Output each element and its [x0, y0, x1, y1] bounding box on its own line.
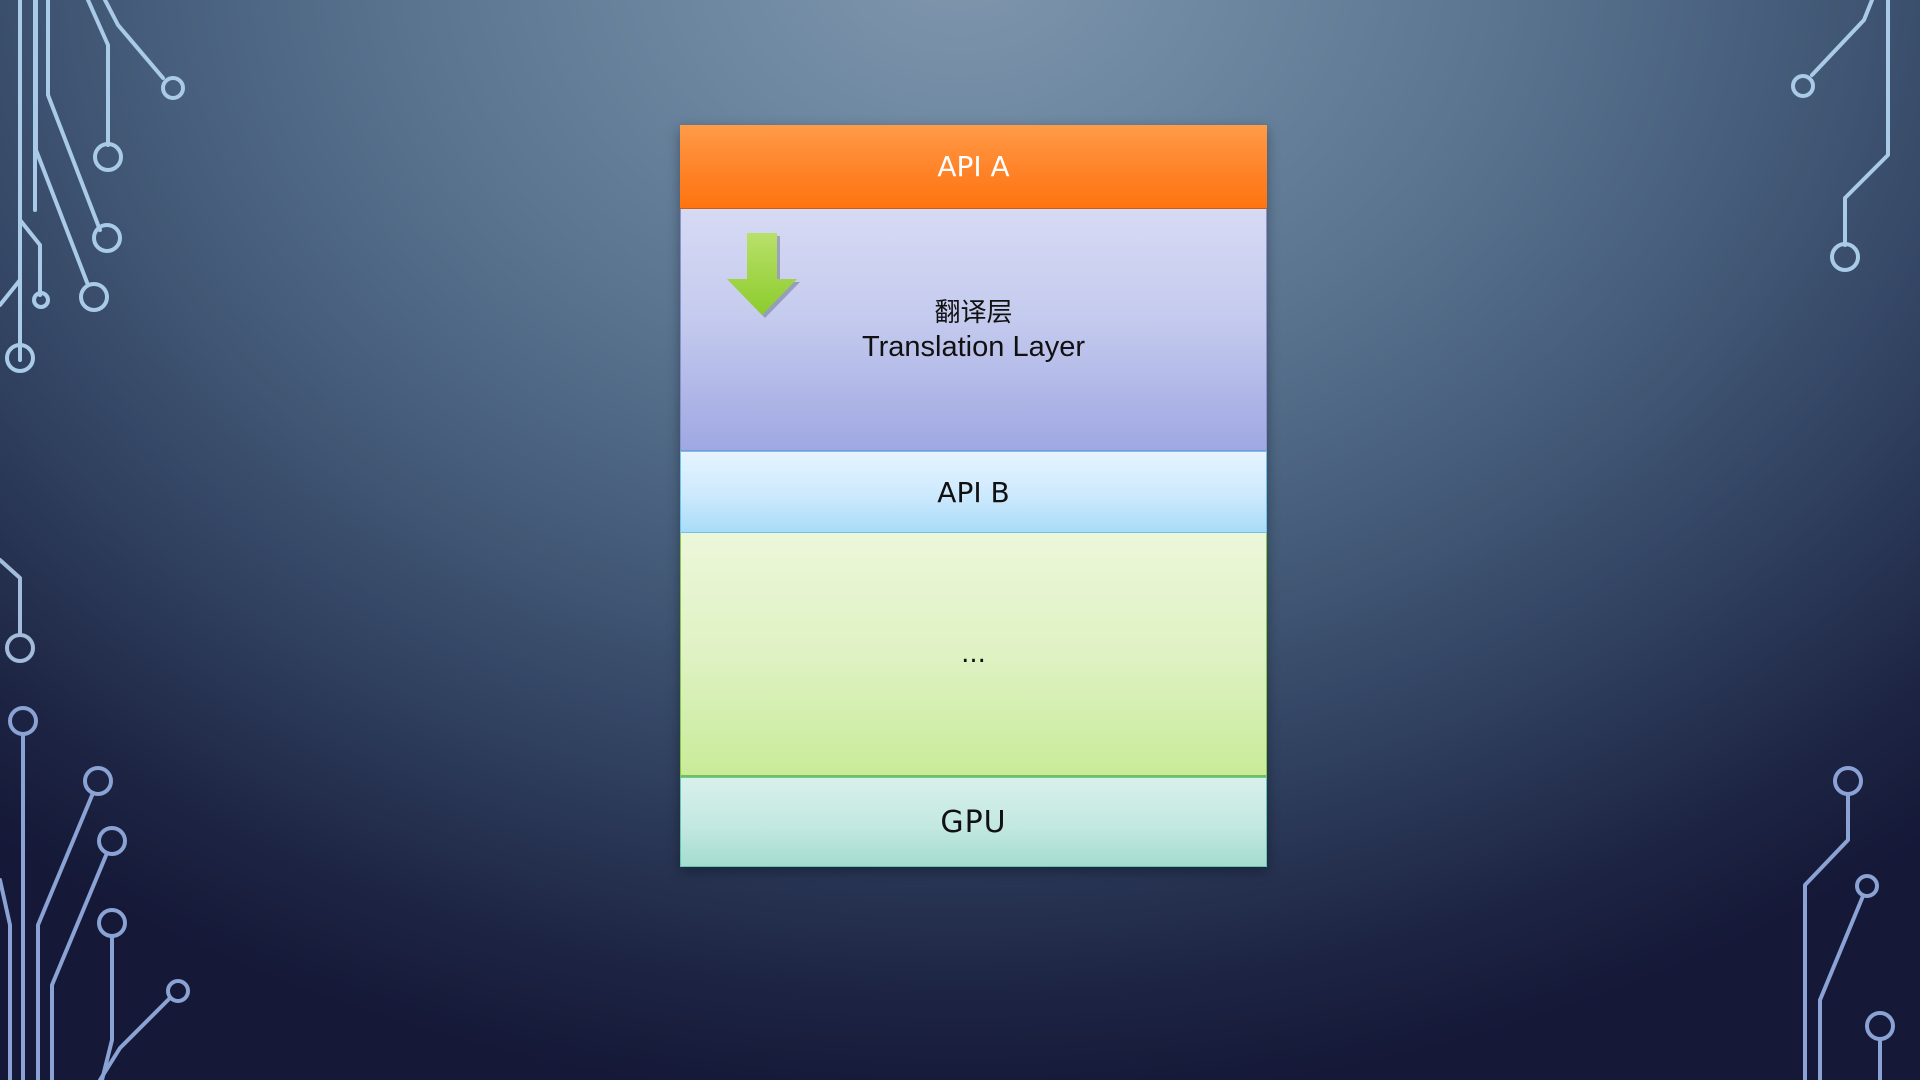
api-b-label: API B — [937, 475, 1010, 509]
gpu-layer: GPU — [680, 777, 1267, 867]
circuit-mid-left — [0, 558, 35, 663]
translation-layer-title-en: Translation Layer — [862, 330, 1085, 363]
api-a-layer: API A — [680, 125, 1267, 209]
api-b-layer: API B — [680, 451, 1267, 533]
gpu-label: GPU — [940, 804, 1007, 840]
circuit-bottom-left — [0, 706, 190, 1080]
ellipsis-label: ... — [961, 639, 986, 669]
layer-stack: API A 翻译层 Translation Layer API B ... — [680, 125, 1267, 867]
circuit-top-right — [1791, 0, 1890, 272]
api-a-label: API A — [937, 150, 1010, 183]
down-arrow-icon — [727, 233, 800, 318]
circuit-bottom-right — [1803, 766, 1895, 1080]
circuit-top-left — [0, 0, 185, 373]
translation-layer-title-cn: 翻译层 — [934, 297, 1013, 328]
translation-layer: 翻译层 Translation Layer — [680, 209, 1267, 451]
ellipsis-layer: ... — [680, 533, 1267, 777]
